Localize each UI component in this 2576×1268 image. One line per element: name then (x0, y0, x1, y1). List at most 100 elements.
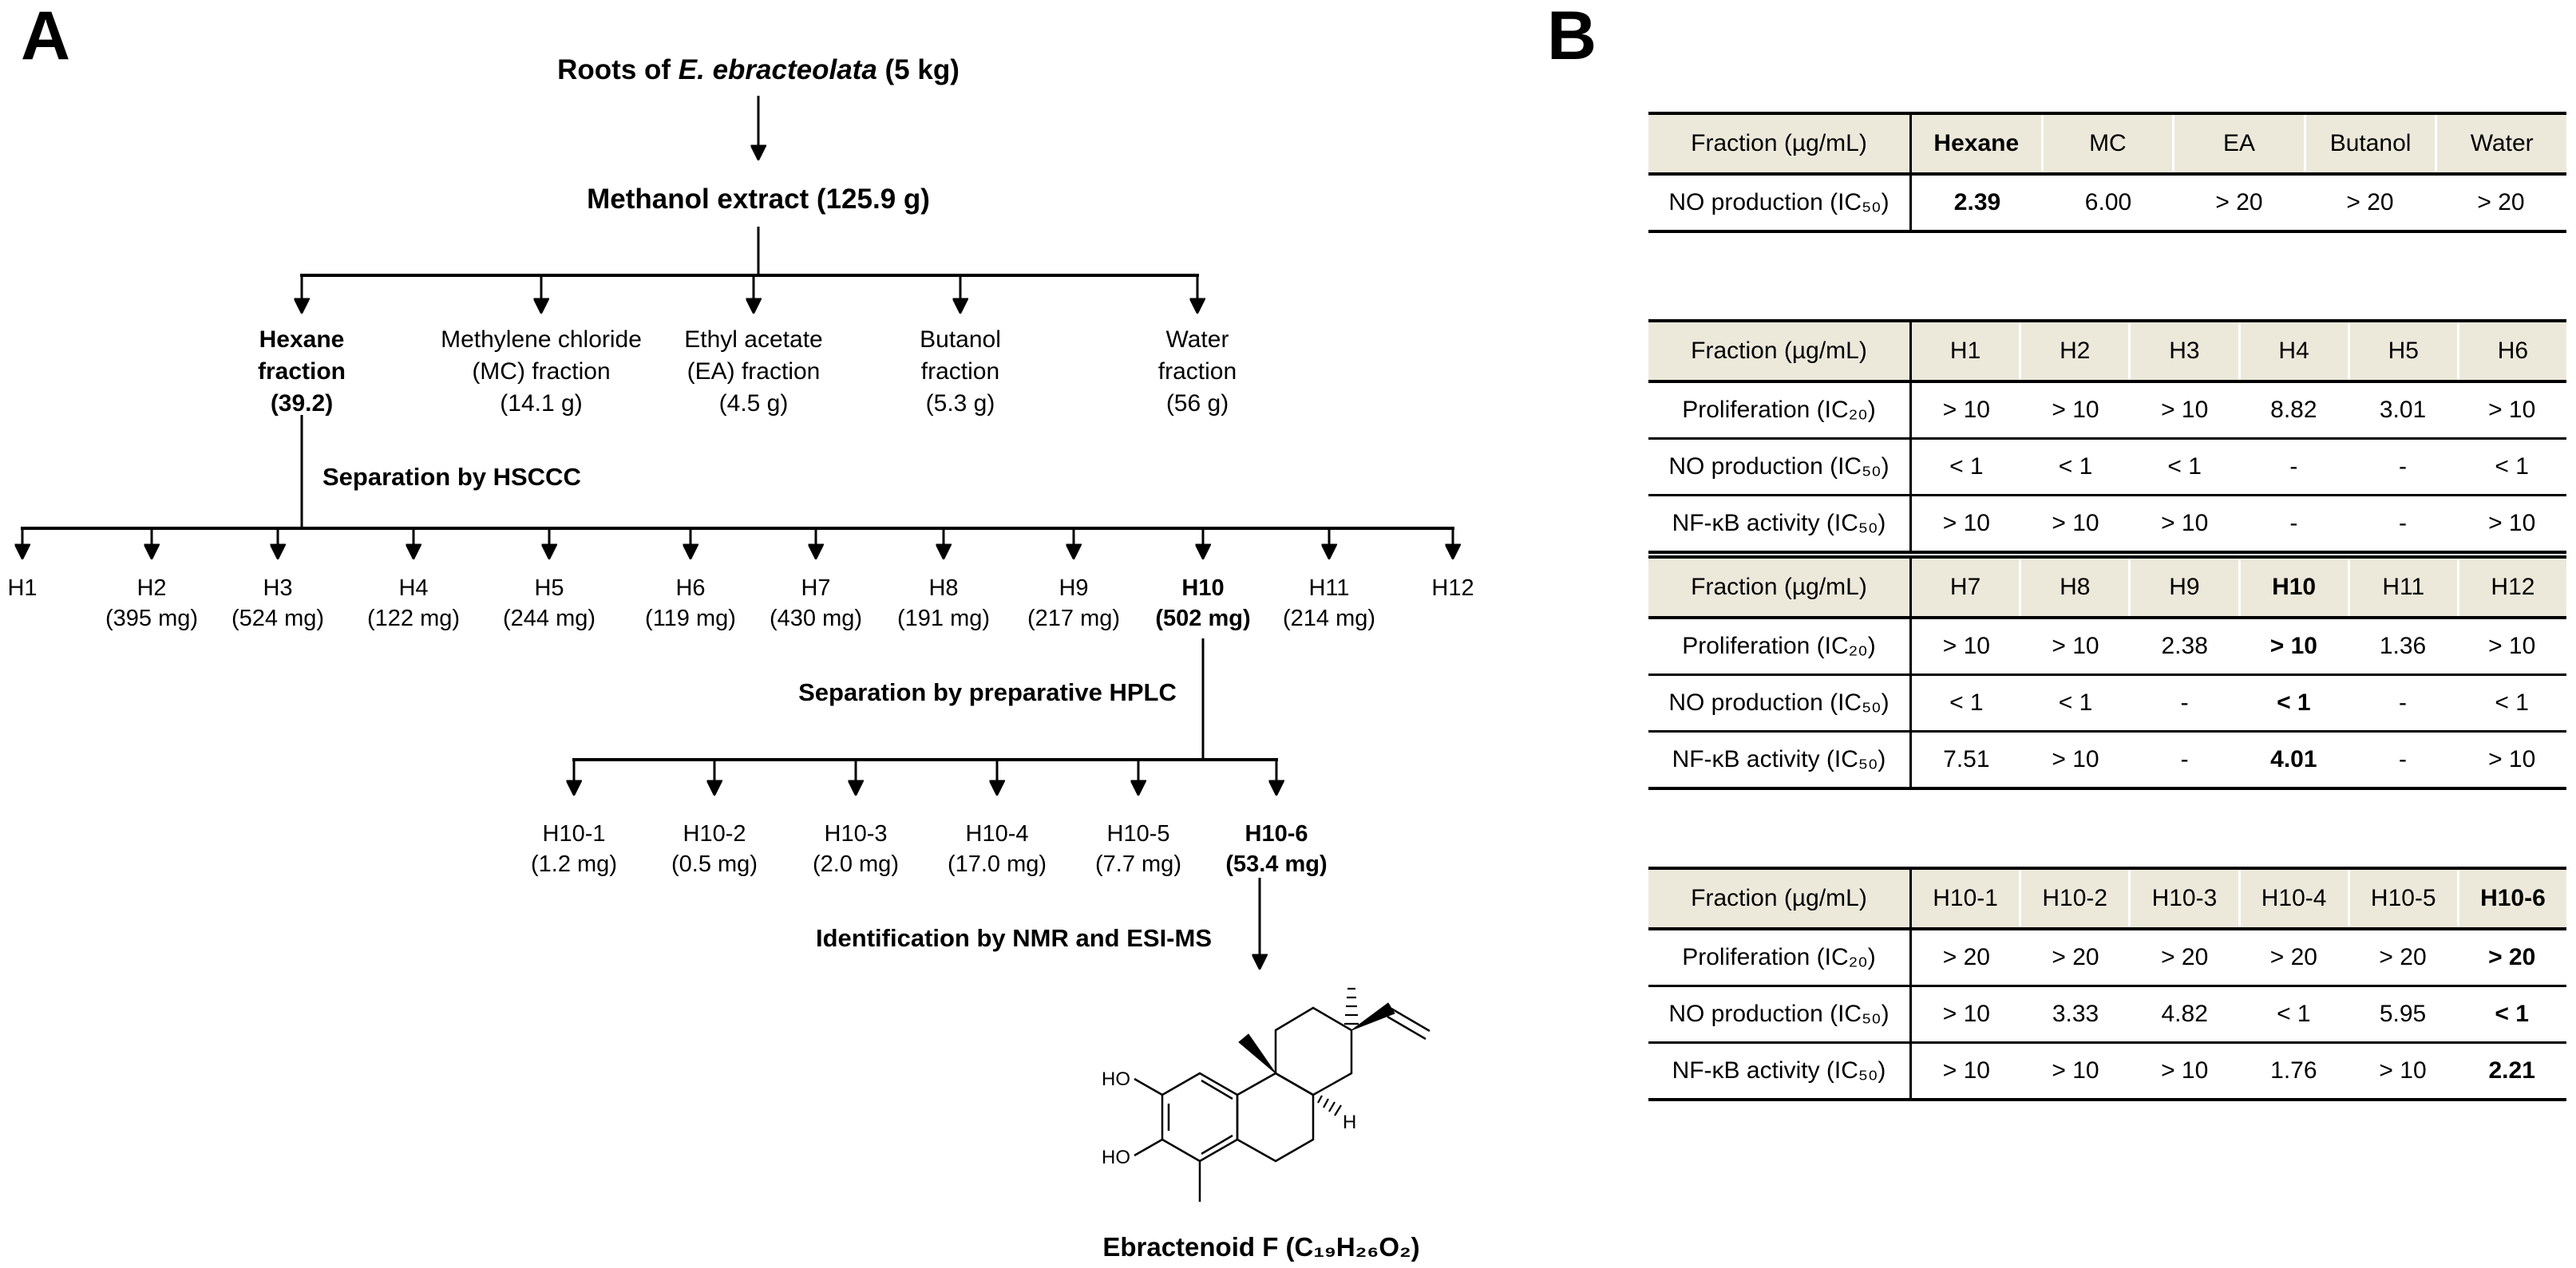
hash-bonds (1317, 987, 1359, 1116)
h-fraction-amount: (244 mg) (502, 606, 596, 631)
table-data-cell: 3.01 (2379, 397, 2427, 423)
fraction-line: Methylene chloride (441, 326, 642, 353)
table-header-cell: H5 (2347, 322, 2457, 380)
fraction-line: (4.5 g) (718, 390, 789, 417)
table-data-cell: - (2399, 510, 2408, 536)
h-fraction-name: H8 (928, 575, 959, 601)
table-header-cell: H10-5 (2347, 870, 2457, 927)
table-data-cell: > 20 (2346, 189, 2394, 215)
table-corner-cell: Fraction (µg/mL) (1648, 559, 1912, 616)
h-fraction-amount: (430 mg) (769, 606, 863, 631)
h10-subfraction-name: H10-1 (542, 821, 606, 847)
table-data-cell: 2.21 (2488, 1057, 2535, 1084)
table-row: NO production (IC₅₀)< 1< 1< 1--< 1 (1648, 440, 2566, 496)
fraction-line: Water (1165, 326, 1229, 353)
h-fraction-node-h8: H8(191 mg) (880, 573, 1007, 634)
h10-subfraction-name: H10-2 (683, 821, 746, 847)
table-data-cell: 4.82 (2161, 1001, 2208, 1027)
table-data-cell: > 10 (2488, 510, 2536, 536)
h10-subfraction-name: H10-4 (965, 821, 1029, 847)
table-data-cell: < 1 (2495, 1001, 2529, 1027)
table-header-cell: H8 (2019, 559, 2128, 616)
table-header-cell: H3 (2128, 322, 2238, 380)
flow-arrows-h10-subfractions (574, 760, 1276, 792)
fraction-node-butanol: Butanol fraction (5.3 g) (825, 324, 1096, 420)
table-row: NF-κB activity (IC₅₀)> 10> 10> 10--> 10 (1648, 496, 2566, 554)
table-corner-cell: Fraction (µg/mL) (1648, 322, 1912, 380)
h10-subfraction-amount: (0.5 mg) (671, 851, 758, 877)
table-row: Proliferation (IC₂₀)> 20> 20> 20> 20> 20… (1648, 930, 2566, 987)
table-data-cell: - (2180, 746, 2189, 772)
fraction-line: (5.3 g) (925, 390, 995, 417)
table-data-cell: < 1 (2058, 689, 2093, 716)
ebractenoid-f-structure: HO HO H (1102, 987, 1430, 1202)
root-title-suffix: (5 kg) (876, 54, 960, 85)
table-data-cell: < 1 (2495, 453, 2529, 480)
table-corner-cell: Fraction (µg/mL) (1648, 115, 1912, 172)
table-data-cell: > 20 (2379, 944, 2427, 970)
table-data-cell: > 10 (2052, 1057, 2099, 1084)
table-corner-cell: Fraction (µg/mL) (1648, 870, 1912, 927)
table-data-cell: > 10 (1942, 397, 1990, 423)
flow-arrows-solvent-fractions (302, 275, 1197, 310)
compound-name-label: Ebractenoid F (C₁₉H₂₆O₂) (1102, 1232, 1420, 1262)
table-data-cell: > 20 (2488, 944, 2536, 970)
row-label-cell: NO production (IC₅₀) (1648, 440, 1912, 494)
table-data-cell: 4.01 (2270, 746, 2317, 772)
h10-subfraction-amount: (7.7 mg) (1095, 851, 1181, 877)
h-fraction-name: H12 (1431, 575, 1474, 601)
h10-subfraction-amount: (53.4 mg) (1225, 851, 1328, 877)
fraction-node-water: Water fraction (56 g) (1062, 324, 1333, 420)
table-header-cell: H9 (2128, 559, 2238, 616)
panel-b-label: B (1547, 0, 1597, 74)
table-header-cell: H10 (2238, 559, 2348, 616)
table-data-cell: < 1 (1949, 453, 1984, 480)
row-label-cell: NO production (IC₅₀) (1648, 676, 1912, 730)
table-data-cell: < 1 (2495, 689, 2529, 716)
h10-subfraction-name: H10-5 (1106, 821, 1170, 847)
table-data-cell: - (2399, 689, 2408, 716)
table-header-cell: Butanol (2303, 115, 2436, 172)
table-data-cell: > 10 (2379, 1057, 2427, 1084)
table-data-cell: > 20 (2161, 944, 2209, 970)
table-data-cell: > 10 (2052, 633, 2099, 659)
fraction-line: (56 g) (1165, 390, 1229, 417)
table-header-cell: H11 (2347, 559, 2457, 616)
fraction-line: Hexane (259, 326, 345, 353)
h-fraction-node-h3: H3(524 mg) (214, 573, 342, 634)
fraction-line: (EA) fraction (687, 358, 821, 385)
root-title-prefix: Roots of (557, 54, 679, 85)
identification-step-label: Identification by NMR and ESI-MS (815, 924, 1212, 952)
stereo-hydrogen-label: H (1343, 1112, 1356, 1133)
table-data-cell: - (2399, 746, 2408, 772)
h-fraction-node-h1: H1 (0, 573, 86, 603)
table-data-cell: 7.51 (1943, 746, 1990, 772)
h10-subfraction-name: H10-3 (824, 821, 888, 847)
h-fraction-amount: (395 mg) (105, 606, 199, 631)
table-data-cell: > 10 (2161, 1057, 2209, 1084)
h10-subfraction-node-4: H10-4(17.0 mg) (921, 819, 1073, 879)
table-data-cell: - (2289, 510, 2298, 536)
fraction-line: (14.1 g) (500, 390, 583, 417)
row-label-cell: NF-κB activity (IC₅₀) (1648, 733, 1912, 787)
h-fraction-node-h4: H4(122 mg) (350, 573, 477, 634)
table-data-cell: > 20 (2052, 944, 2099, 970)
table-data-cell: > 10 (2488, 746, 2536, 772)
h-fraction-name: H10 (1181, 575, 1225, 601)
table-header-cell: H12 (2456, 559, 2566, 616)
h-fraction-name: H6 (675, 575, 706, 601)
h-fraction-name: H2 (137, 575, 167, 601)
flow-arrows-h-fractions (22, 528, 1453, 555)
h-fraction-node-h7: H7(430 mg) (752, 573, 880, 634)
fraction-node-methylene-chloride: Methylene chloride (MC) fraction (14.1 g… (406, 324, 677, 420)
h-fraction-name: H1 (7, 575, 38, 601)
row-label-cell: NF-κB activity (IC₅₀) (1648, 1044, 1912, 1098)
fraction-line: Ethyl acetate (684, 326, 823, 353)
